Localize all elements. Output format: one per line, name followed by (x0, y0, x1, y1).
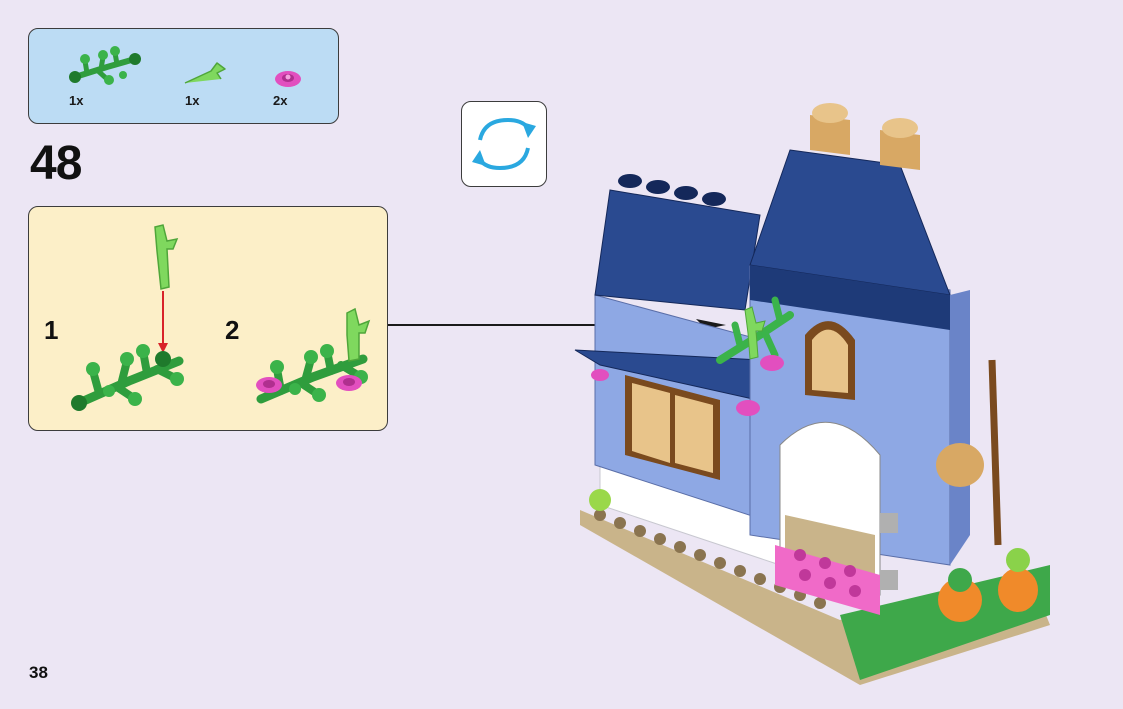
sub-step-box: 1 2 (28, 206, 388, 431)
part-quantity: 2x (273, 93, 288, 108)
pink-flower-icon (256, 377, 282, 393)
rotate-model-box (461, 101, 547, 187)
sub-step-2-illustration (256, 307, 371, 404)
rotate-arrows-icon (472, 117, 536, 171)
callout-pointer-line (388, 324, 708, 326)
step-number: 48 (30, 137, 82, 190)
page-number: 38 (29, 663, 48, 682)
parts-list-box: 1x 1x 2x (28, 28, 339, 124)
green-branch-plate-icon (69, 46, 141, 85)
pink-flower-icon (275, 71, 301, 87)
sub-step-1-illustration (71, 224, 184, 411)
part-quantity: 1x (69, 93, 84, 108)
sub-step-number: 1 (44, 315, 59, 345)
green-stem-piece-icon (184, 62, 226, 84)
pink-flower-icon (336, 375, 362, 391)
castle-model-illustration (574, 103, 1050, 685)
part-quantity: 1x (185, 93, 200, 108)
sub-step-number: 2 (225, 315, 240, 345)
